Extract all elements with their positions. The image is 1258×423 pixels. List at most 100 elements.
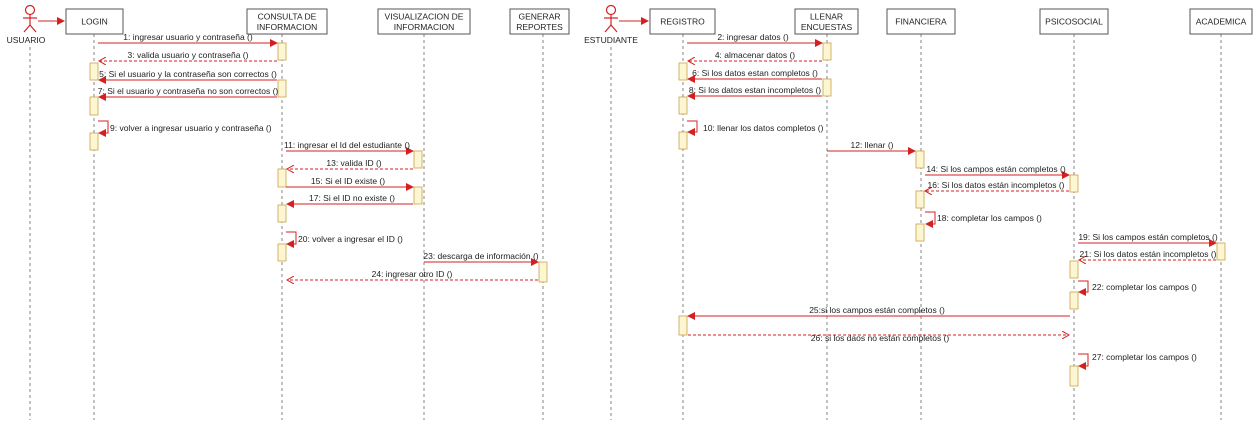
activation-consulta-4 (277, 204, 287, 223)
msg-13: 13: valida ID () (287, 158, 413, 169)
msg-11-label: 11: ingresar el Id del estudiante () (284, 140, 410, 150)
msg-16: 16: Si los datos están incompletos () (925, 180, 1069, 191)
participant-llenar-label-2: ENCUESTAS (801, 22, 853, 32)
msg-4-label: 4: almacenar datos () (715, 50, 795, 60)
msg-6-label: 6: Si los datos estan completos () (692, 68, 818, 78)
activation-registro-4 (678, 315, 688, 336)
msg-23: 23: descarga de información () (423, 251, 539, 266)
participant-visualizacion-label-1: VISUALIZACION DE (385, 12, 464, 22)
msg-8: 8: Si los datos estan incompletos () (687, 85, 822, 100)
activation-consulta-2 (277, 79, 287, 98)
msg-26: 26: si los daos no están completos () (688, 333, 1069, 343)
activation-financiera-1 (915, 150, 925, 169)
msg-8-label: 8: Si los datos estan incompletos () (689, 85, 821, 95)
participant-academica-label: ACADEMICA (1196, 17, 1247, 27)
lifelines (29, 34, 1222, 420)
participant-llenar-encuestas: LLENAR ENCUESTAS (794, 8, 859, 35)
actor-estudiante: ESTUDIANTE (584, 4, 638, 45)
msg-14-label: 14: Si los campos están completos () (926, 164, 1066, 174)
msg-23-label: 23: descarga de información () (423, 251, 538, 261)
msg-14: 14: Si los campos están completos () (925, 164, 1070, 179)
participant-login-label: LOGIN (81, 17, 107, 27)
msg-19-label: 19: Si los campos están completos () (1078, 232, 1218, 242)
activation-financiera-3 (915, 223, 925, 242)
activation-generar-1 (538, 261, 548, 283)
msg-25: 25:si los campos están completos () (687, 305, 1070, 320)
actor-estudiante-label: ESTUDIANTE (584, 35, 638, 45)
participant-consulta-label-2: INFORMACION (257, 22, 317, 32)
activation-visualizacion-1 (413, 150, 423, 169)
activation-login-3 (89, 132, 99, 151)
msg-10: 10: llenar los datos completos () (687, 120, 824, 136)
messages-right: 2: ingresar datos () 4: almacenar datos … (687, 32, 1218, 370)
msg-21: 21: Si los datos están incompletos () (1079, 249, 1217, 260)
msg-25-label: 25:si los campos están completos () (809, 305, 945, 315)
msg-12-label: 12: llenar () (851, 140, 894, 150)
activation-psicosocial-1 (1069, 174, 1079, 193)
activation-psicosocial-4 (1069, 365, 1079, 387)
msg-27: 27: completar los campos () (1078, 352, 1197, 370)
msg-12: 12: llenar () (827, 140, 916, 155)
activation-academica-1 (1216, 242, 1226, 261)
msg-7: 7: Si el usuario y contraseña no son cor… (98, 86, 279, 101)
activation-registro-3 (678, 131, 688, 150)
activation-llenar-2 (822, 78, 832, 97)
msg-17-label: 17: Si el ID no existe () (309, 193, 395, 203)
msg-4: 4: almacenar datos () (688, 50, 822, 61)
msg-16-label: 16: Si los datos están incompletos () (927, 180, 1064, 190)
activation-llenar-1 (822, 42, 832, 61)
msg-10-label: 10: llenar los datos completos () (703, 123, 824, 133)
msg-1-label: 1: ingresar usuario y contraseña () (123, 32, 253, 42)
participant-psicosocial-label: PSICOSOCIAL (1045, 17, 1103, 27)
msg-26-label: 26: si los daos no están completos () (811, 333, 950, 343)
participant-generar-label-1: GENERAR (518, 12, 560, 22)
activation-login-2 (89, 96, 99, 116)
participant-psicosocial: PSICOSOCIAL (1039, 8, 1109, 35)
participant-registro: REGISTRO (649, 8, 716, 35)
participant-financiera-label: FINANCIERA (895, 17, 947, 27)
activation-psicosocial-3 (1069, 291, 1079, 310)
participant-visualizacion-label-2: INFORMACION (394, 22, 454, 32)
actor-estudiante-figure (604, 4, 618, 33)
msg-20-label: 20: volver a ingresar el ID () (298, 234, 403, 244)
msg-15-label: 15: Si el ID existe () (311, 176, 385, 186)
msg-19: 19: Si los campos están completos () (1078, 232, 1218, 247)
activation-consulta-1 (277, 42, 287, 61)
msg-13-label: 13: valida ID () (326, 158, 381, 168)
msg-24: 24: ingresar otro ID () (287, 269, 538, 280)
participant-consulta: CONSULTA DE INFORMACION (246, 8, 328, 35)
msg-18: 18: completar los campos () (925, 211, 1042, 228)
participant-login: LOGIN (65, 8, 124, 35)
msg-21-label: 21: Si los datos están incompletos () (1079, 249, 1216, 259)
msg-9: 9: volver a ingresar usuario y contraseñ… (98, 120, 272, 137)
activation-psicosocial-2 (1069, 260, 1079, 279)
actor-usuario-figure (23, 4, 37, 33)
participant-financiera: FINANCIERA (886, 8, 956, 35)
msg-2-label: 2: ingresar datos () (717, 32, 789, 42)
msg-11: 11: ingresar el Id del estudiante () (284, 140, 414, 155)
msg-1: 1: ingresar usuario y contraseña () (98, 32, 278, 47)
msg-22-label: 22: completar los campos () (1092, 282, 1197, 292)
participant-visualizacion: VISUALIZACION DE INFORMACION (377, 8, 471, 35)
activation-registro-2 (678, 96, 688, 115)
msg-17: 17: Si el ID no existe () (286, 193, 413, 208)
msg-3: 3: valida usuario y contraseña () (99, 50, 277, 61)
activation-registro-1 (678, 62, 688, 81)
activation-consulta-5 (277, 243, 287, 262)
msg-5-label: 5: Si el usuario y la contraseña son cor… (99, 69, 277, 79)
participant-registro-label: REGISTRO (660, 17, 705, 27)
msg-7-label: 7: Si el usuario y contraseña no son cor… (98, 86, 279, 96)
msg-18-label: 18: completar los campos () (937, 213, 1042, 223)
activation-consulta-3 (277, 168, 287, 188)
msg-22: 22: completar los campos () (1078, 280, 1197, 296)
activation-bars (89, 42, 1226, 387)
activation-visualizacion-2 (413, 186, 423, 205)
participant-generar-label-2: REPORTES (516, 22, 563, 32)
activation-login-1 (89, 62, 99, 81)
participant-consulta-label-1: CONSULTA DE (258, 12, 317, 22)
participant-academica: ACADEMICA (1189, 8, 1253, 35)
msg-15: 15: Si el ID existe () (286, 176, 414, 191)
actor-usuario: USUARIO (7, 4, 46, 45)
activation-financiera-2 (915, 190, 925, 209)
